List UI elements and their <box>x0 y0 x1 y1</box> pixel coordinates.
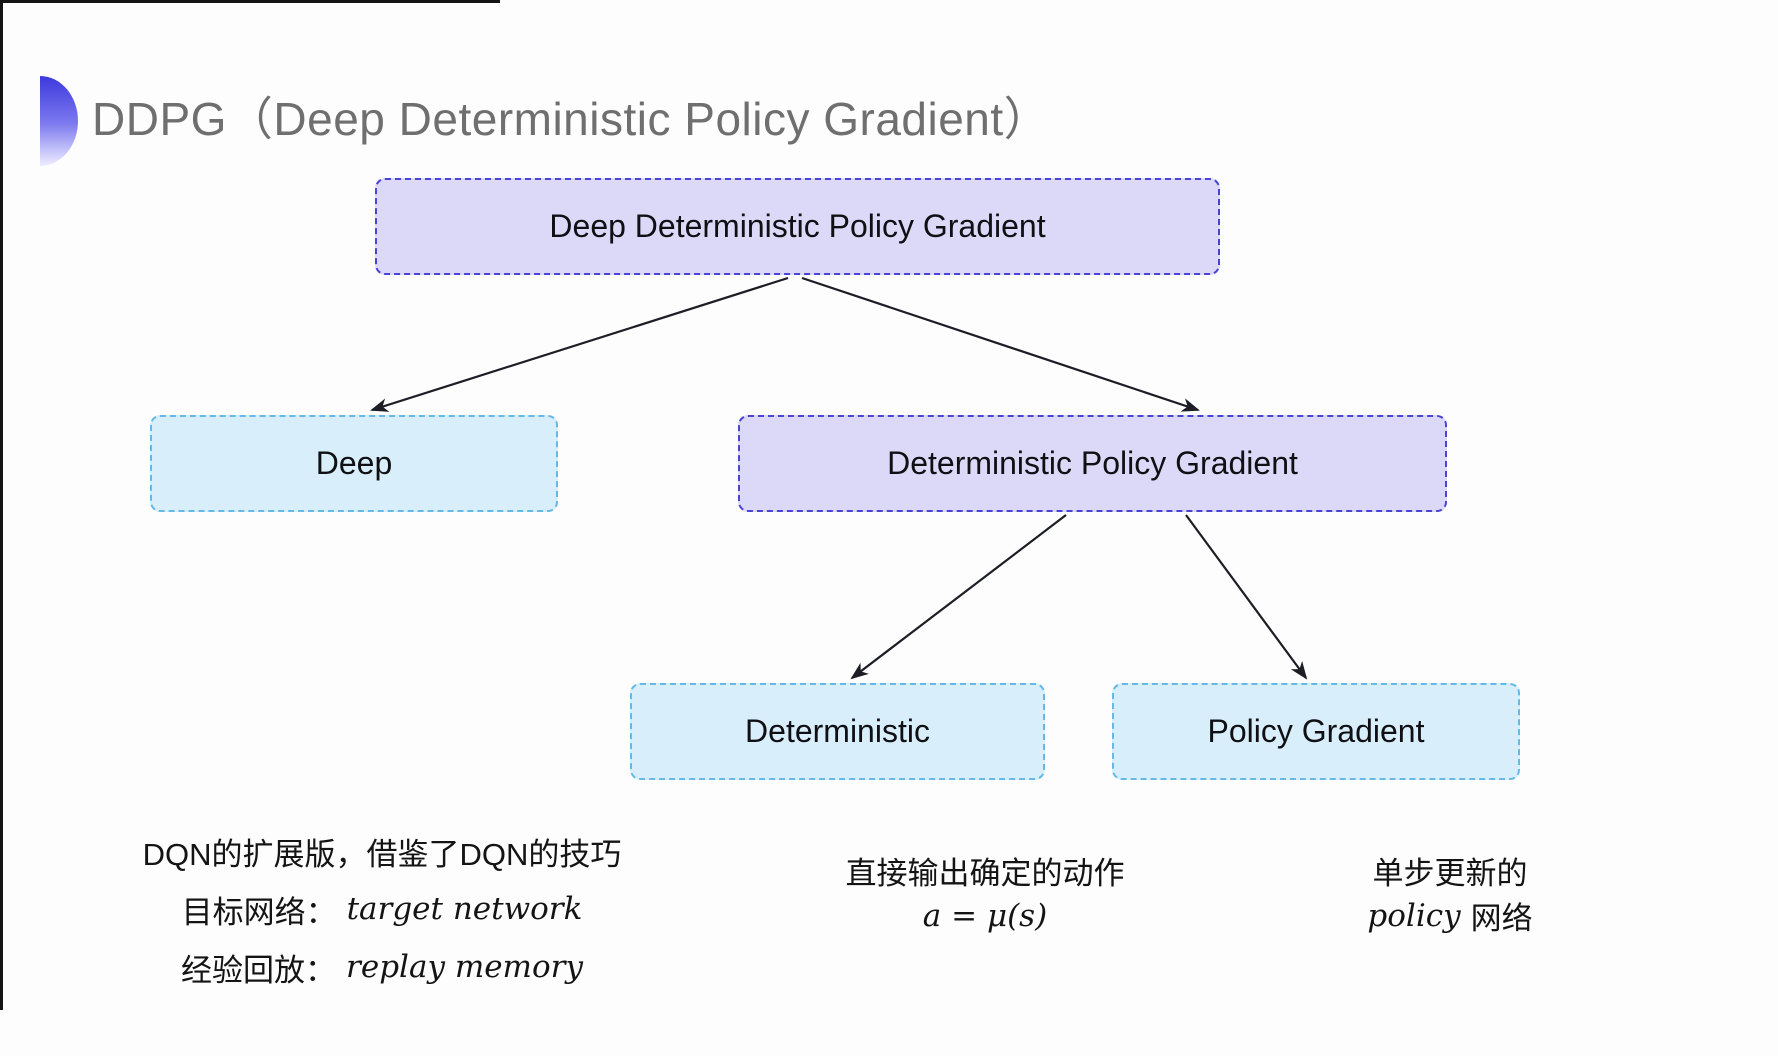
annotation-label: 目标网络： <box>181 894 337 930</box>
edge-dpg-to-deterministic <box>850 514 1067 680</box>
annotation-line: 目标网络： target network <box>182 880 583 938</box>
annotation-term: replay memory <box>346 949 583 985</box>
half-disc-bullet-icon <box>40 76 78 166</box>
edge-ddpg-to-deep <box>370 276 789 412</box>
annotation-label: 网络 <box>1470 901 1533 936</box>
annotation-formula: a = μ(s) <box>922 897 1048 934</box>
tree-node-label: Deterministic Policy Gradient <box>887 445 1298 481</box>
deterministic-annotation-block: 直接输出确定的动作 a = μ(s) <box>735 848 1235 938</box>
annotation-line: policy 网络 <box>1367 893 1532 938</box>
annotation-text: DQN的扩展版，借鉴了DQN的技巧 <box>142 836 622 872</box>
frame-edge-left <box>0 0 3 1010</box>
annotation-label: 经验回放： <box>181 952 337 988</box>
annotation-term: target network <box>346 891 583 927</box>
tree-node-deterministic-policy-gradient: Deterministic Policy Gradient <box>738 415 1447 512</box>
annotation-line: 单步更新的 <box>1373 848 1528 893</box>
annotation-line: 经验回放： replay memory <box>181 938 583 996</box>
slide-title: DDPG（Deep Deterministic Policy Gradient） <box>92 93 1051 145</box>
annotation-line: DQN的扩展版，借鉴了DQN的技巧 <box>143 822 622 880</box>
deep-annotation-block: DQN的扩展版，借鉴了DQN的技巧 目标网络： target network 经… <box>52 822 712 996</box>
tree-node-policy-gradient: Policy Gradient <box>1112 683 1520 780</box>
annotation-text: 直接输出确定的动作 <box>845 856 1125 891</box>
edge-dpg-to-policy-gradient <box>1185 514 1308 680</box>
edge-ddpg-to-dpg <box>801 276 1200 412</box>
annotation-line: 直接输出确定的动作 <box>846 848 1125 893</box>
frame-edge-top <box>0 0 500 3</box>
policy-gradient-annotation-block: 单步更新的 policy 网络 <box>1200 848 1700 938</box>
tree-node-label: Policy Gradient <box>1207 713 1425 749</box>
annotation-term: policy <box>1367 897 1461 934</box>
annotation-text: 单步更新的 <box>1372 856 1528 891</box>
tree-node-deep: Deep <box>150 415 558 512</box>
tree-node-ddpg: Deep Deterministic Policy Gradient <box>375 178 1220 275</box>
tree-node-label: Deep Deterministic Policy Gradient <box>549 208 1046 244</box>
tree-node-label: Deterministic <box>745 713 930 749</box>
tree-node-label: Deep <box>315 445 393 481</box>
tree-node-deterministic: Deterministic <box>630 683 1045 780</box>
annotation-line: a = μ(s) <box>923 893 1047 938</box>
